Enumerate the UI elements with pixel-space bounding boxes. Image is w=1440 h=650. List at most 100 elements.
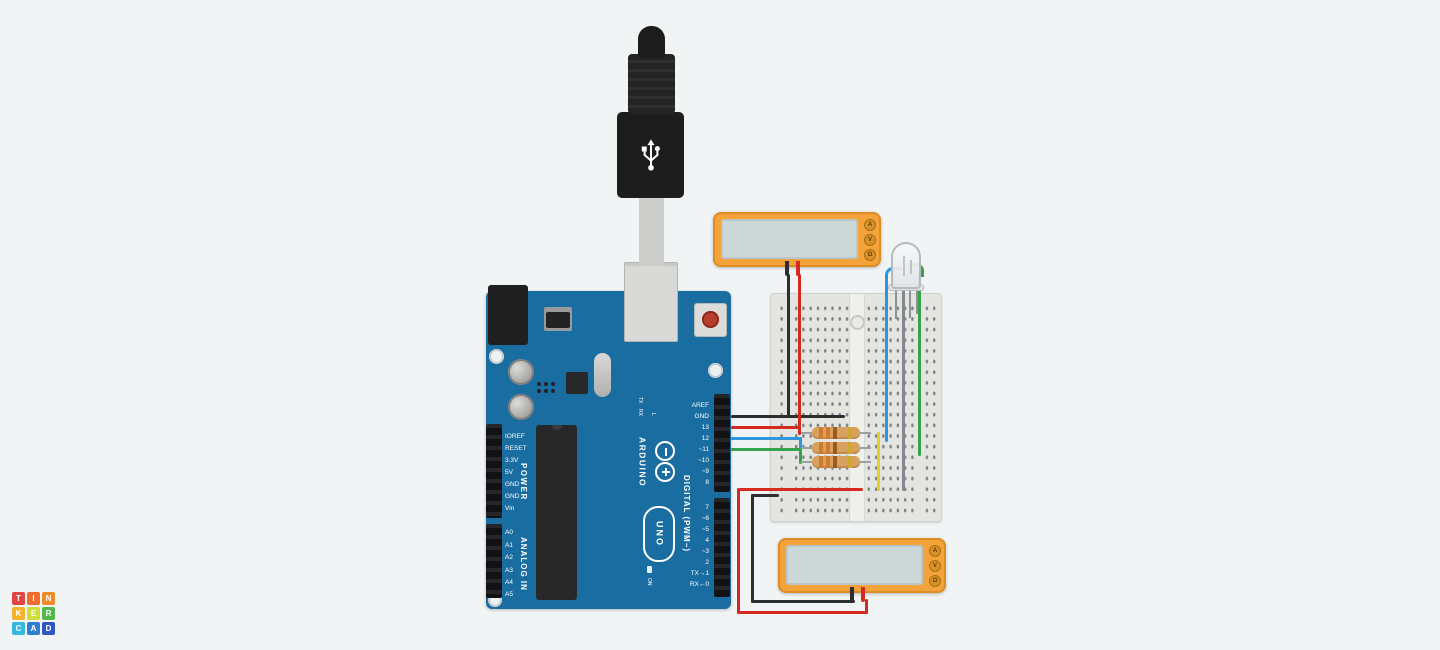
wire-blue-led[interactable] [885,275,888,442]
digital-header-top [714,394,730,492]
reset-button [694,303,727,337]
mounting-hole [708,363,723,378]
crystal-oscillator [594,353,611,397]
resistor-2[interactable] [801,442,871,454]
wire-yellow-jumper[interactable] [877,432,880,491]
analog-section-label: ANALOG IN [519,537,528,591]
multimeter-display [786,545,923,585]
multimeter-bottom[interactable]: A V Ω [778,538,946,602]
resistor-1[interactable] [801,427,871,439]
led-leg [916,289,918,314]
usb-connector [617,112,684,198]
multimeter-mode-volts-button[interactable]: V [864,234,876,246]
usb-socket [624,262,678,342]
pin-label-tx1: TX→1 [690,570,709,577]
led-leg [909,289,911,318]
wire-pin11-green-jog[interactable] [799,448,802,464]
logo-tile: K [12,607,25,620]
wire-pin11-green[interactable] [731,448,802,451]
pin-label-12: 12 [701,435,709,442]
uno-model-label: UNO [654,521,665,547]
breadboard-channel-notch [850,315,865,330]
pin-label-ioref: IOREF [505,433,525,440]
wire-loop-black-bottom[interactable] [751,600,855,603]
pin-label-a2: A2 [505,554,513,561]
logo-tile: T [12,592,25,605]
resistor-body [812,456,860,468]
multimeter-mode-ohms-button[interactable]: Ω [929,575,941,587]
logo-tile: D [42,622,55,635]
logo-tile: I [27,592,40,605]
power-header [486,424,502,518]
pin-label-11: ~11 [698,446,709,453]
wire-pin13-red[interactable] [731,426,801,429]
led-leg [895,289,897,319]
pin-label-10: ~10 [697,457,709,464]
mounting-hole [489,349,504,364]
logo-tile: E [27,607,40,620]
resistor-3[interactable] [801,456,871,468]
arduino-logo-icon [655,462,675,482]
uno-model-badge: UNO [643,506,675,562]
usb-logo-icon [641,139,660,171]
wire-power-rail-red[interactable] [739,488,863,491]
multimeter-positive-terminal[interactable] [796,261,800,276]
rx-label: RX [637,409,643,416]
multimeter-negative-terminal[interactable] [850,587,854,602]
power-section-label: POWER [519,463,528,501]
multimeter-top[interactable]: A V Ω [713,212,881,276]
logo-tile: N [42,592,55,605]
usb-plug-barrel [628,54,675,114]
wire-loop-red-left[interactable] [737,488,740,614]
on-led [647,566,652,573]
pin-label-rx0: RX←0 [689,581,709,588]
pin-label-9: ~9 [701,468,709,475]
multimeter-negative-terminal[interactable] [785,261,789,276]
pin-label-3v3: 3.3V [505,457,519,464]
pin-label-reset: RESET [505,445,527,452]
wire-gnd-black[interactable] [731,415,845,418]
pin-label-a3: A3 [505,567,513,574]
multimeter-mode-amps-button[interactable]: A [929,545,941,557]
microcontroller-chip [536,425,577,600]
breadboard-rail-gap-left [787,294,793,521]
resistor-body [812,442,860,454]
capacitor [508,394,534,420]
wire-multimeter-top-negative[interactable] [787,274,790,416]
reset-button-cap [702,311,719,328]
arduino-brand-label: ARDUINO [637,437,648,488]
logo-tile: C [12,622,25,635]
pin-label-gnd2: GND [505,493,520,500]
multimeter-positive-terminal[interactable] [861,587,865,602]
breadboard[interactable] [770,293,942,522]
wire-multimeter-bottom-positive[interactable] [865,599,868,614]
wire-multimeter-top-positive[interactable] [798,274,801,435]
capacitor [508,359,534,385]
analog-header [486,524,502,598]
multimeter-mode-ohms-button[interactable]: Ω [864,249,876,261]
pin-label-vin: Vin [505,505,515,512]
arduino-logo-icon [655,441,675,461]
pin-label-8: 8 [705,479,709,486]
arduino-uno-board[interactable]: AREF GND 13 12 ~11 ~10 ~9 8 7 ~6 ~5 4 ~3… [486,285,731,609]
wire-led-cathode-gray[interactable] [902,289,905,491]
pin-label-a1: A1 [505,542,513,549]
breadboard-rail-gap-right [918,294,924,521]
multimeter-mode-amps-button[interactable]: A [864,219,876,231]
tinkercad-logo[interactable]: T I N K E R C A D [12,592,55,635]
wire-loop-red-bottom[interactable] [737,611,868,614]
pin-label-13: 13 [701,424,709,431]
wire-pin12-blue[interactable] [731,437,802,440]
multimeter-mode-volts-button[interactable]: V [929,560,941,572]
pin-label-3: ~3 [701,548,709,555]
pin-label-7: 7 [705,504,709,511]
pin-label-a4: A4 [505,579,513,586]
pin-label-4: 4 [705,537,709,544]
pin-label-aref: AREF [691,402,709,409]
wire-pin12-blue-jog[interactable] [799,437,802,450]
wire-green-led[interactable] [918,272,921,456]
usb-plug-tip [638,26,665,58]
wire-rail-entry-black[interactable] [751,494,779,497]
wire-loop-black-left[interactable] [751,494,754,603]
logo-tile: A [27,622,40,635]
